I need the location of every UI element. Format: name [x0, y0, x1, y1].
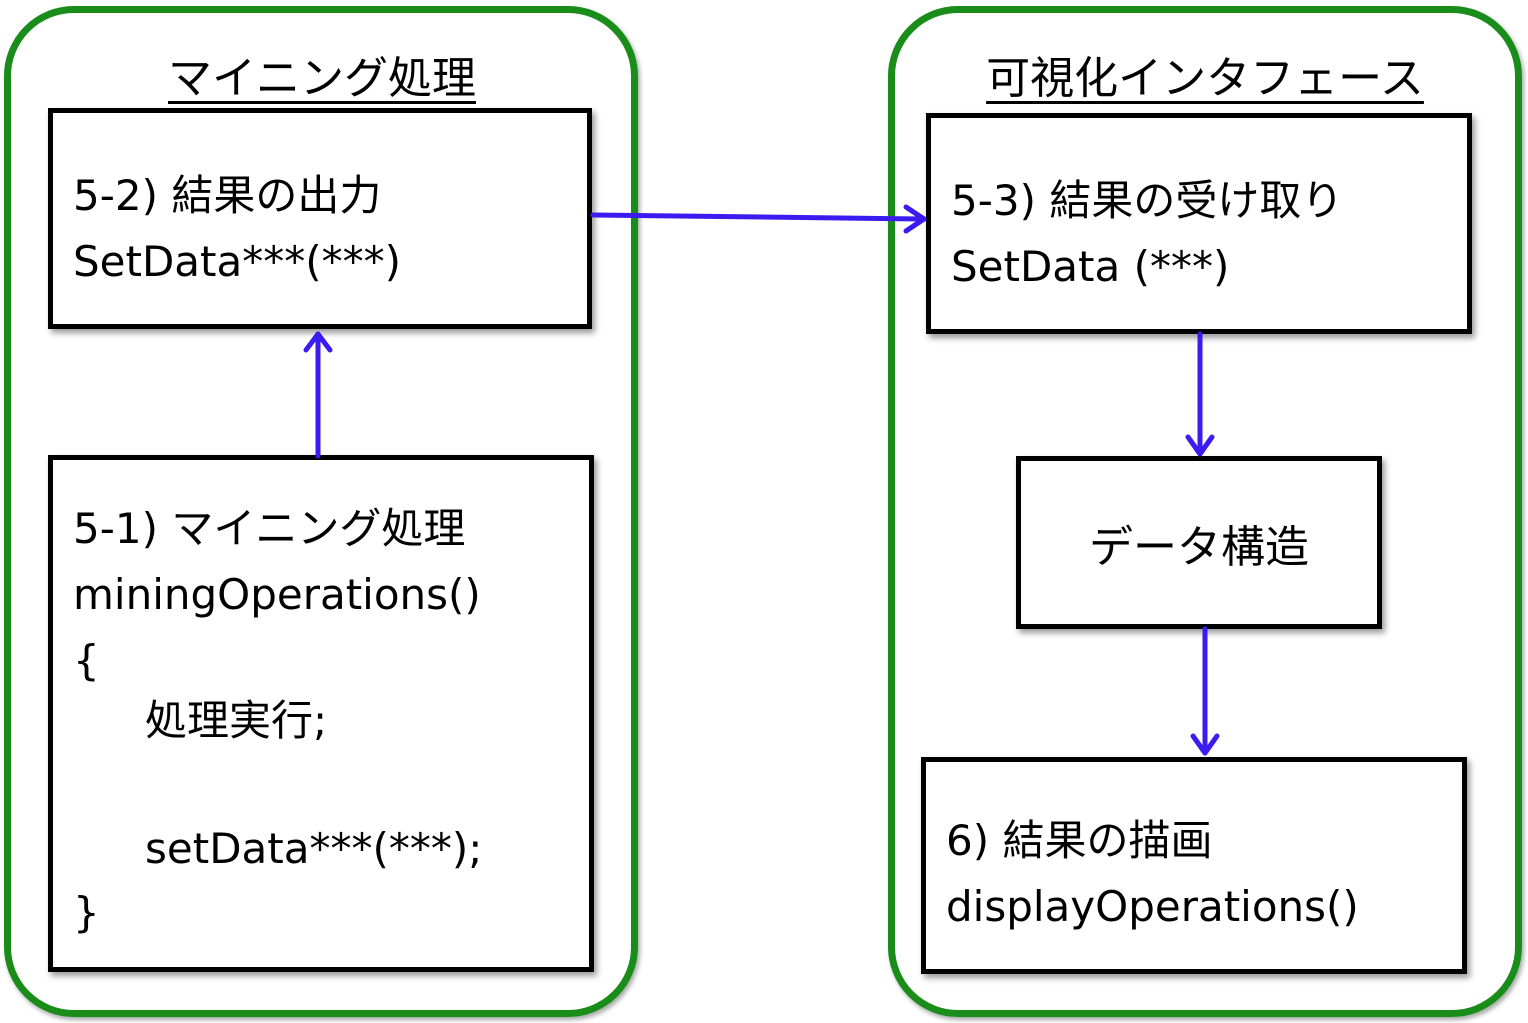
- mining-operation-execute: 処理実行;: [145, 696, 328, 745]
- receive-result-box: 5-3) 結果の受け取り SetData (***): [926, 113, 1472, 334]
- mining-group-title: マイニング処理: [168, 53, 476, 104]
- arrowhead-mining-to-output: [303, 331, 333, 353]
- arrowhead-output-to-receive: [903, 204, 927, 234]
- draw-result-heading: 6) 結果の描画: [946, 816, 1213, 865]
- mining-operation-setdata: setData***(***);: [145, 824, 483, 873]
- draw-result-box: 6) 結果の描画 displayOperations(): [921, 757, 1467, 974]
- output-result-box: 5-2) 結果の出力 SetData***(***): [48, 108, 592, 329]
- mining-operation-heading: 5-1) マイニング処理: [73, 504, 466, 553]
- receive-result-heading: 5-3) 結果の受け取り: [951, 176, 1344, 225]
- arrowhead-structure-to-draw: [1190, 733, 1220, 756]
- mining-group: [4, 6, 638, 1017]
- mining-operation-function: miningOperations(): [73, 570, 481, 619]
- mining-operation-close-brace: }: [73, 888, 100, 937]
- draw-result-code: displayOperations(): [946, 882, 1359, 931]
- arrow-output-to-receive: [590, 212, 927, 222]
- visualization-group: [888, 6, 1522, 1017]
- data-structure-box: データ構造: [1016, 456, 1382, 629]
- data-structure-label: データ構造: [1089, 521, 1309, 573]
- mining-operation-box: 5-1) マイニング処理 miningOperations() { 処理実行; …: [48, 455, 594, 972]
- visualization-group-title: 可視化インタフェース: [986, 53, 1424, 104]
- receive-result-code: SetData (***): [951, 242, 1230, 291]
- mining-operation-open-brace: {: [73, 636, 100, 685]
- arrowhead-receive-to-structure: [1185, 434, 1215, 457]
- output-result-heading: 5-2) 結果の出力: [73, 171, 382, 220]
- output-result-code: SetData***(***): [73, 237, 402, 286]
